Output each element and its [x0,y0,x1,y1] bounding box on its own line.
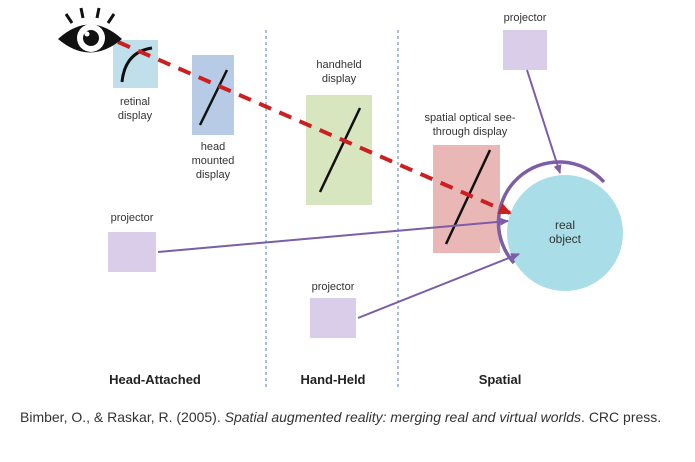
projector-top-label: projector [503,12,547,24]
head-mounted-label-line2: mounted [191,155,235,167]
section-spatial: Spatial [478,372,522,387]
handheld-display-label: handheld display [301,58,377,86]
diagram-canvas [58,7,623,388]
line-of-sight [117,40,512,215]
spatial-optical-label: spatial optical see- through display [410,111,530,139]
projection-arrow-top [526,69,562,174]
real-object-label: real object [530,218,600,246]
projector-left-label: projector [110,212,154,224]
real-object-label-line2: object [548,232,582,246]
projection-arrow-left [157,217,509,253]
section-head-attached: Head-Attached [109,372,201,387]
spatial-optical-mirror [444,149,492,245]
projector-top-box [503,30,547,70]
head-mounted-display-box [192,55,234,135]
head-mounted-mirror [198,69,229,126]
projector-bottom-label: projector [311,281,355,293]
real-object-circle [507,175,623,291]
retinal-curve [120,46,153,83]
citation-publisher: . CRC press. [581,409,662,425]
head-mounted-display-label: head mounted display [177,140,249,182]
citation: Bimber, O., & Raskar, R. (2005). Spatial… [20,408,680,427]
section-hand-held: Hand-Held [300,372,366,387]
retinal-display-label-line1: retinal [120,96,150,108]
retinal-display-label: retinal display [100,95,170,123]
retinal-display-label-line2: display [117,110,153,122]
citation-authors: Bimber, O., & Raskar, R. (2005). [20,409,225,425]
projector-bottom-box [310,298,356,338]
handheld-label-line1: handheld [316,59,362,71]
handheld-mirror [318,107,362,193]
projection-arrow-bottom [357,253,520,319]
head-mounted-label-line3: display [195,169,231,181]
real-object-label-line1: real [554,218,575,232]
citation-title: Spatial augmented reality: merging real … [224,409,582,425]
real-object-arc [496,160,606,265]
eye-icon [58,7,122,53]
spatial-optical-label-line2: through display [432,126,508,138]
projector-left-box [108,232,156,272]
handheld-label-line2: display [321,73,357,85]
spatial-optical-label-line1: spatial optical see- [424,112,516,124]
head-mounted-label-line1: head [200,141,226,153]
